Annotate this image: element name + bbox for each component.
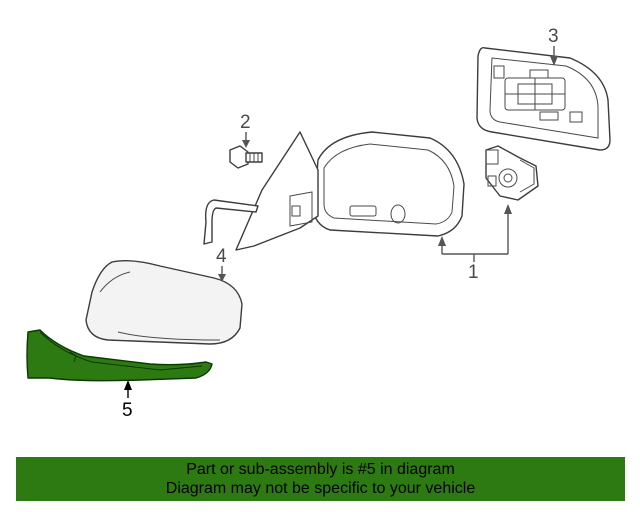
callout-1: 1 (438, 204, 512, 283)
callout-5: 5 (122, 380, 133, 421)
callout-4-label: 4 (216, 246, 227, 267)
callout-4: 4 (216, 246, 227, 282)
mirror-cover-part[interactable] (85, 259, 243, 345)
mirror-actuator-part[interactable] (485, 145, 539, 201)
part-info-banner: Part or sub-assembly is #5 in diagram Di… (16, 457, 625, 501)
mirror-glass-part[interactable] (476, 46, 611, 151)
highlighted-lower-cover-part[interactable] (26, 329, 213, 382)
callout-2-label: 2 (240, 112, 251, 133)
bolt-part[interactable] (229, 145, 263, 169)
mirror-housing-part[interactable] (203, 131, 465, 251)
callout-1-label: 1 (468, 262, 479, 283)
callout-3: 3 (548, 26, 559, 66)
callout-3-label: 3 (548, 26, 559, 47)
banner-line-1: Part or sub-assembly is #5 in diagram (186, 461, 455, 478)
callout-5-label: 5 (122, 400, 133, 421)
callout-2: 2 (240, 112, 251, 148)
banner-line-2: Diagram may not be specific to your vehi… (165, 480, 476, 497)
